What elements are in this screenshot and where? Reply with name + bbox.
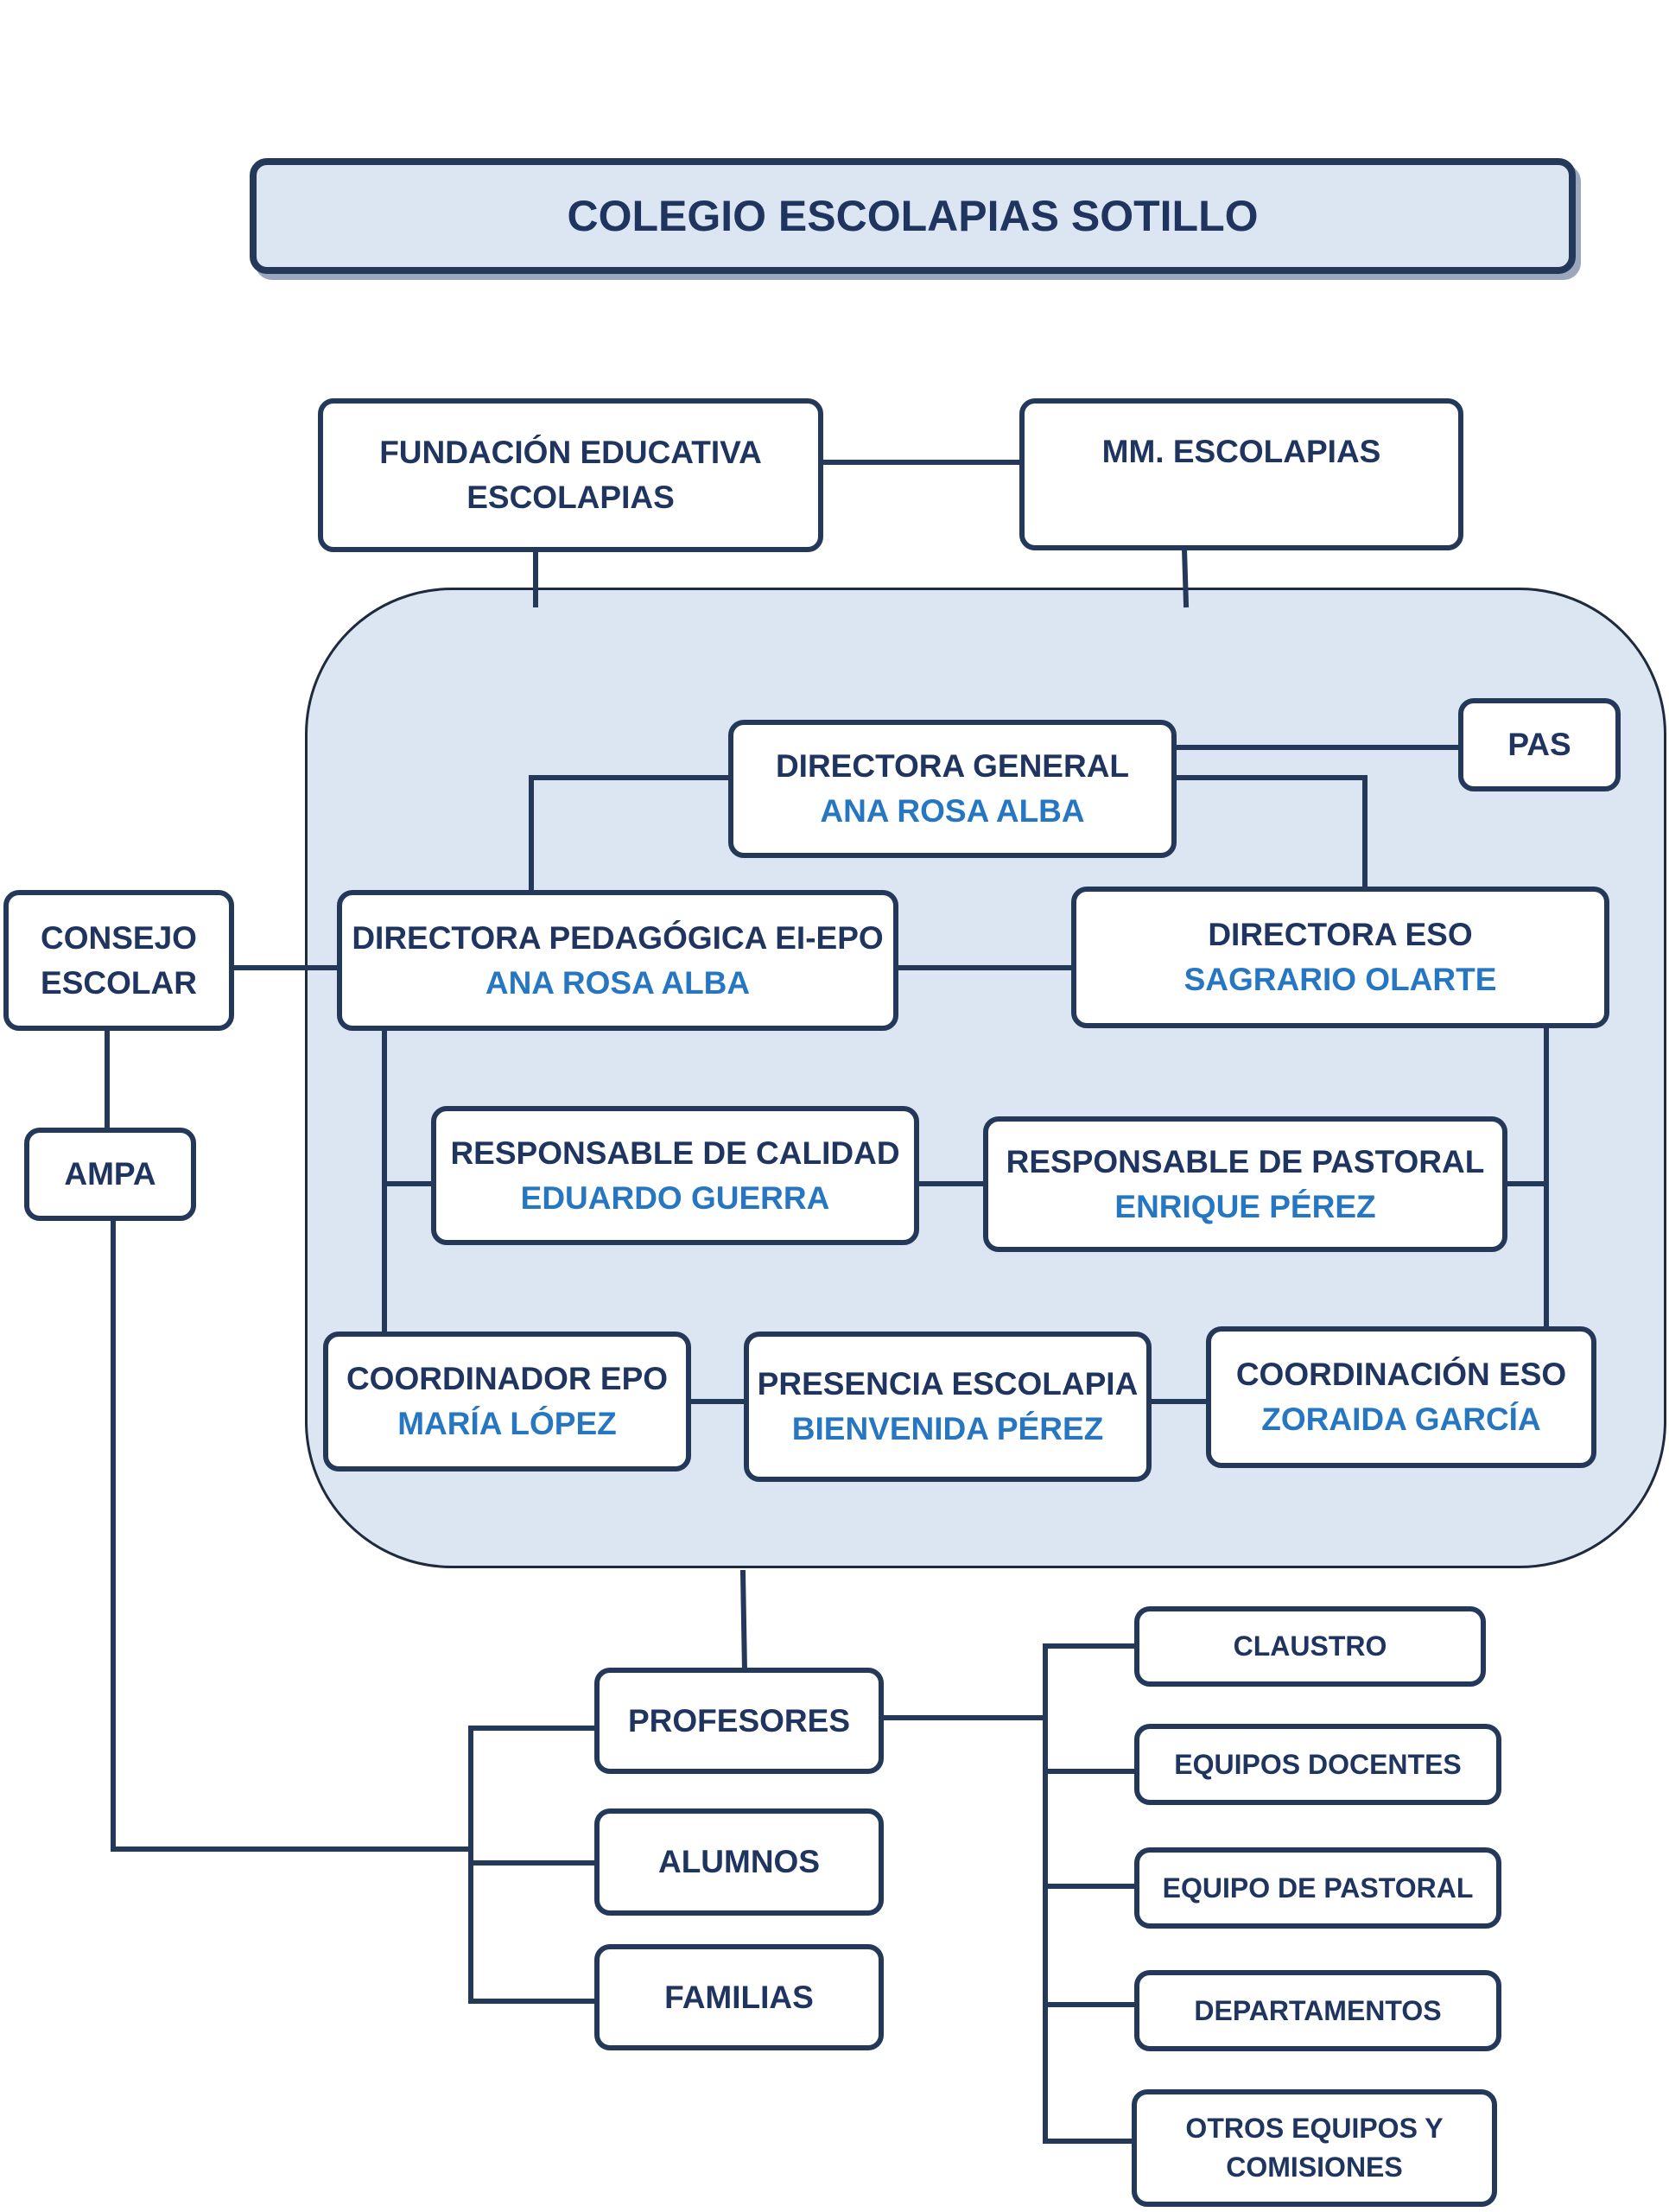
equipo-pastoral-label: EQUIPO DE PASTORAL [1162,1872,1474,1904]
responsable-pastoral-box: RESPONSABLE DE PASTORAL ENRIQUE PÉREZ [983,1116,1507,1252]
directora-eso-box: DIRECTORA ESO SAGRARIO OLARTE [1071,887,1609,1028]
consejo-escolar-line1: CONSEJO [41,919,197,956]
mm-escolapias-box: MM. ESCOLAPIAS [1019,398,1463,550]
alumnos-box: ALUMNOS [594,1808,884,1916]
fundacion-line1: FUNDACIÓN EDUCATIVA [379,435,762,471]
presencia-escolapia-name: BIENVENIDA PÉREZ [791,1411,1104,1446]
connector-mm-panel [1181,545,1190,608]
fundacion-line2: ESCOLAPIAS [466,480,675,515]
connector-ampa-bus [111,1217,473,1852]
familias-box: FAMILIAS [594,1944,884,2050]
directora-pedagogica-name: ANA ROSA ALBA [485,964,751,1001]
claustro-box: CLAUSTRO [1134,1606,1486,1687]
directora-general-box: DIRECTORA GENERAL ANA ROSA ALBA [728,720,1177,858]
alumnos-label: ALUMNOS [657,1844,821,1880]
chart-title: COLEGIO ESCOLAPIAS SOTILLO [250,158,1576,274]
responsable-calidad-role: RESPONSABLE DE CALIDAD [450,1135,900,1171]
ampa-box: AMPA [24,1128,196,1221]
coordinador-epo-name: MARÍA LÓPEZ [397,1406,617,1441]
ampa-label: AMPA [64,1156,156,1192]
connector-general-eso [1169,775,1368,891]
pas-label: PAS [1507,727,1571,763]
presencia-escolapia-role: PRESENCIA ESCOLAPIA [757,1366,1139,1402]
otros-equipos-box: OTROS EQUIPOS Y COMISIONES [1132,2089,1497,2207]
coordinacion-eso-name: ZORAIDA GARCÍA [1261,1402,1541,1437]
consejo-escolar-line2: ESCOLAR [41,964,197,1001]
directora-eso-name: SAGRARIO OLARTE [1184,962,1497,997]
equipos-docentes-label: EQUIPOS DOCENTES [1174,1748,1462,1780]
coordinacion-eso-box: COORDINACIÓN ESO ZORAIDA GARCÍA [1206,1326,1596,1468]
claustro-label: CLAUSTRO [1233,1630,1387,1662]
directora-eso-role: DIRECTORA ESO [1208,917,1473,953]
coordinador-epo-role: COORDINADOR EPO [346,1361,669,1397]
directora-general-name: ANA ROSA ALBA [820,793,1085,829]
connector-panel-profesores [739,1569,748,1675]
profesores-label: PROFESORES [628,1702,850,1738]
familias-label: FAMILIAS [664,1979,814,2015]
directora-pedagogica-role: DIRECTORA PEDAGÓGICA EI-EPO [352,919,884,956]
mm-escolapias-label: MM. ESCOLAPIAS [1101,434,1381,469]
fundacion-educativa-box: FUNDACIÓN EDUCATIVA ESCOLAPIAS [318,398,823,552]
otros-equipos-line2: COMISIONES [1226,2152,1403,2183]
connector-general-pedagogica [529,775,728,896]
departamentos-box: DEPARTAMENTOS [1134,1970,1501,2051]
coordinador-epo-box: COORDINADOR EPO MARÍA LÓPEZ [323,1332,691,1471]
otros-equipos-line1: OTROS EQUIPOS Y [1185,2113,1444,2145]
coordinacion-eso-role: COORDINACIÓN ESO [1235,1357,1567,1393]
consejo-escolar-box: CONSEJO ESCOLAR [3,890,234,1031]
profesores-box: PROFESORES [594,1668,884,1774]
equipos-docentes-box: EQUIPOS DOCENTES [1134,1724,1501,1805]
directora-general-role: DIRECTORA GENERAL [775,748,1130,785]
presencia-escolapia-box: PRESENCIA ESCOLAPIA BIENVENIDA PÉREZ [744,1332,1152,1482]
departamentos-label: DEPARTAMENTOS [1194,1994,1442,2026]
responsable-calidad-name: EDUARDO GUERRA [520,1179,830,1216]
directora-pedagogica-box: DIRECTORA PEDAGÓGICA EI-EPO ANA ROSA ALB… [337,890,898,1031]
responsable-pastoral-role: RESPONSABLE DE PASTORAL [1006,1143,1485,1179]
responsable-pastoral-name: ENRIQUE PÉREZ [1114,1188,1376,1224]
responsable-calidad-box: RESPONSABLE DE CALIDAD EDUARDO GUERRA [431,1106,919,1245]
equipo-pastoral-box: EQUIPO DE PASTORAL [1134,1847,1501,1929]
pas-box: PAS [1458,698,1621,791]
